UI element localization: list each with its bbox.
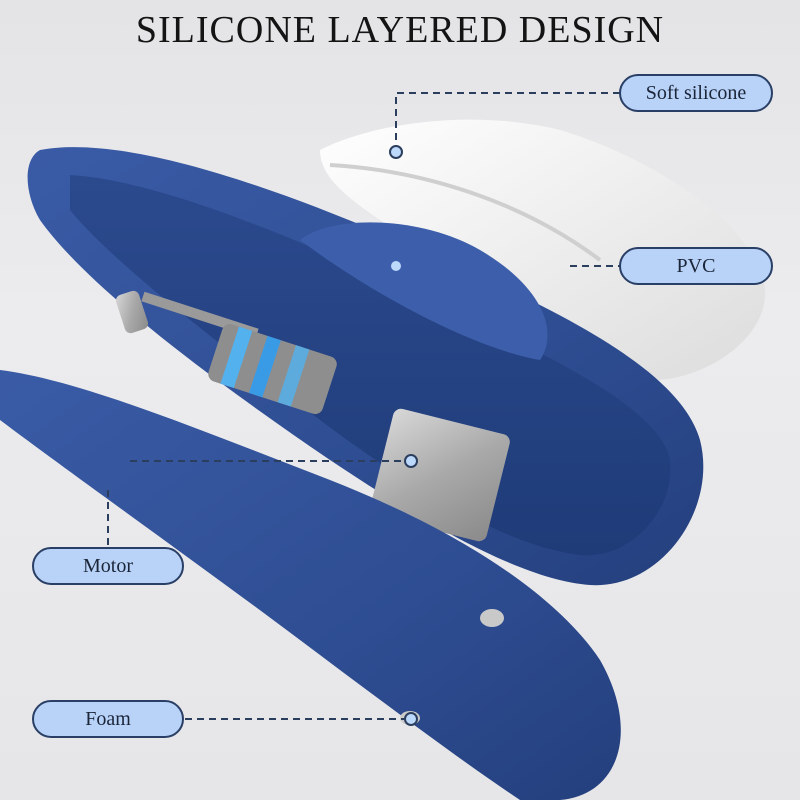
label-motor: Motor [32,547,184,585]
page-title: SILICONE LAYERED DESIGN [135,9,665,51]
upper-shell [27,147,704,586]
callout-lines [107,92,620,720]
label-soft-silicone: Soft silicone [619,74,773,112]
callout-dots [389,145,418,726]
label-pvc: PVC [619,247,773,285]
motor-assembly [115,290,510,542]
silicone-pad [320,119,766,381]
label-foam: Foam [32,700,184,738]
